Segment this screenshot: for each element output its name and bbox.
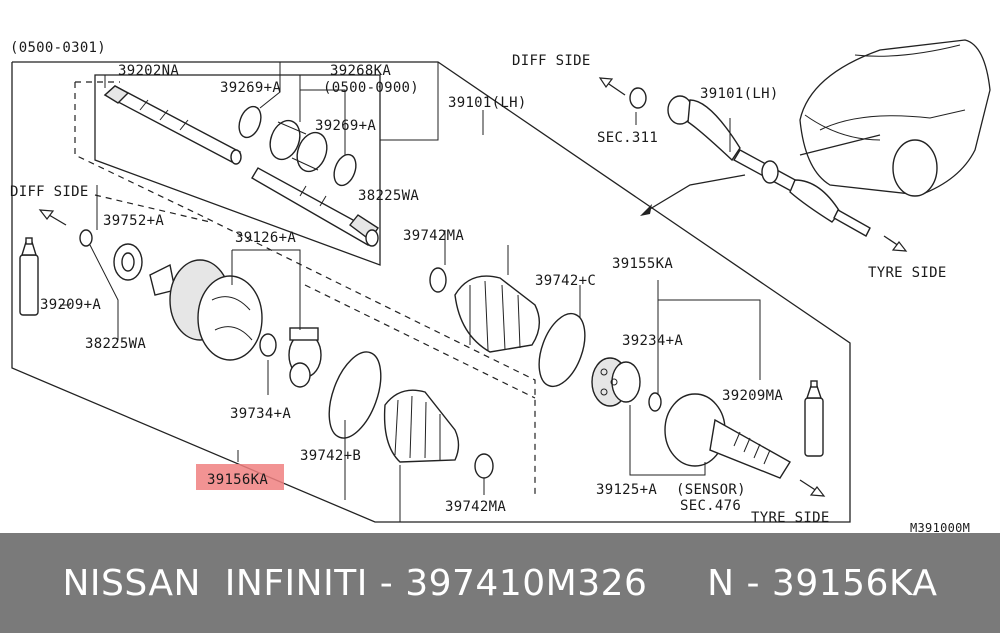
footer-part-text: NISSAN INFINITI - 397410M326 N - 39156KA (62, 562, 938, 604)
label-39742ma-top: 39742MA (403, 228, 464, 244)
label-39156ka: 39156KA (207, 472, 268, 488)
inner-joint-dashed-box (74, 82, 536, 495)
label-diff-side-left: DIFF SIDE (10, 184, 89, 200)
ring-39234a (648, 392, 662, 412)
lh-shaft-illustration (629, 87, 871, 237)
label-39155ka: 39155KA (612, 256, 673, 272)
inner-joint-housing (149, 259, 263, 361)
car-front-illustration (799, 39, 991, 197)
car-pointer-line (799, 134, 881, 156)
label-39234a: 39234+A (622, 333, 683, 349)
boot-39156ka (383, 389, 460, 463)
grease-tube-39209ma (804, 380, 824, 457)
axle-shaft-39202na (103, 85, 242, 165)
label-date-range-main: (0500-0301) (10, 40, 106, 56)
part-number-footer: NISSAN INFINITI - 397410M326 N - 39156KA (0, 533, 1000, 633)
label-sensor: (SENSOR) (676, 482, 746, 498)
boot-39155ka (454, 275, 540, 353)
label-39202na: 39202NA (118, 63, 179, 79)
label-39734a: 39734+A (230, 406, 291, 422)
label-39269a-mid: 39269+A (315, 118, 376, 134)
damper-39268ka (269, 119, 328, 173)
label-39742c: 39742+C (535, 273, 596, 289)
clip-39742ma-top (429, 267, 447, 293)
snap-ring-39752a (79, 229, 93, 247)
dashed-mid-edge (94, 194, 211, 223)
seal-39752a (113, 243, 143, 281)
drive-shaft-exploded-diagram: (0500-0301) 39202NA 39269+A 39268KA (050… (10, 39, 991, 533)
arrow-tyre-side-right (883, 235, 908, 252)
diagram-pointer-arrow (644, 174, 746, 213)
arrow-diff-side-top (598, 77, 626, 96)
label-39101lh-main: 39101(LH) (448, 95, 527, 111)
lower-shaft-part (251, 167, 379, 247)
label-39752a: 39752+A (103, 213, 164, 229)
label-tyre-side-right: TYRE SIDE (868, 265, 947, 281)
label-sec476: SEC.476 (680, 498, 741, 514)
label-39209ma: 39209MA (722, 388, 783, 404)
label-39742b: 39742+B (300, 448, 361, 464)
arrow-tyre-side-bottom (799, 479, 826, 497)
label-39101lh-car: 39101(LH) (700, 86, 779, 102)
label-diff-side-top: DIFF SIDE (512, 53, 591, 69)
label-drawing-code: M391000M (910, 521, 970, 533)
label-39269a-top: 39269+A (220, 80, 281, 96)
label-tyre-side-bottom: TYRE SIDE (751, 510, 830, 526)
grease-tube-39209a (19, 237, 39, 316)
label-39126a: 39126+A (235, 230, 296, 246)
part-highlight-39156ka (196, 464, 284, 490)
spider-assembly (288, 327, 322, 388)
label-39742ma-bottom: 39742MA (445, 499, 506, 515)
label-39125a: 39125+A (596, 482, 657, 498)
snap-ring-39734a (259, 333, 277, 357)
ring-39269a-mid (333, 153, 357, 187)
label-39268ka: 39268KA (330, 63, 391, 79)
label-38225wa-left: 38225WA (85, 336, 146, 352)
clip-39742ma-bottom (474, 453, 494, 479)
outer-joint-assembly (664, 393, 791, 479)
sensor-ring-39125a (591, 357, 641, 407)
arrow-diff-side-left (38, 209, 67, 226)
label-39209a: 39209+A (40, 297, 101, 313)
ring-39269a-top (238, 105, 262, 139)
label-date-range-sub: (0500-0900) (323, 80, 419, 96)
diagram-pointer-arrowhead (640, 204, 652, 216)
label-sec311: SEC.311 (597, 130, 658, 146)
label-38225wa-top: 38225WA (358, 188, 419, 204)
band-39742c (538, 312, 586, 388)
leader-lines (60, 62, 761, 522)
dashed-lower-edge (304, 284, 536, 399)
band-39742b (328, 351, 382, 439)
